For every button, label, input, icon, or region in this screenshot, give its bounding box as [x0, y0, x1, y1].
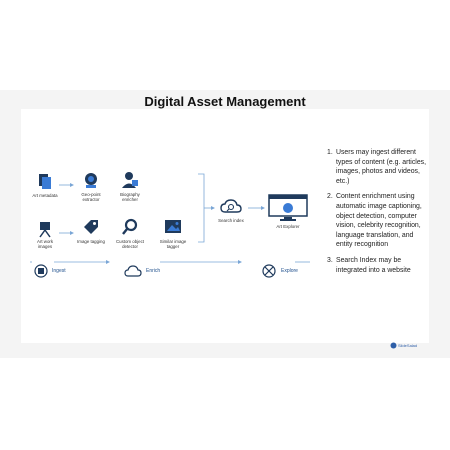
note-number: 2. [327, 193, 333, 201]
monitor-icon [268, 194, 308, 221]
node-label-art-work-images: Art work images [36, 239, 54, 249]
list-item: 3. Search Index may be integrated into a… [322, 256, 426, 275]
list-item: 1. Users may ingest different types of c… [322, 148, 426, 186]
stage-label-enrich: Enrich [146, 268, 161, 274]
stage-label-explore: Explore [281, 268, 298, 274]
stage-label-ingest: Ingest [52, 268, 66, 274]
enrich-bracket [198, 173, 205, 243]
ingest-icon [34, 264, 48, 278]
page-title: Digital Asset Management [144, 94, 306, 109]
node-label-search-index: Search index [218, 218, 244, 223]
node-label-similar-image-tagger: Similar image tagger [159, 239, 187, 249]
document-icon [39, 174, 51, 189]
tag-icon [84, 220, 98, 234]
node-label-geo-point-extractor: Geo-point extractor [81, 192, 101, 202]
brand-logo: SlideSalad [398, 343, 418, 348]
node-label-art-metadata: Art metadata [32, 193, 58, 198]
brand-logo-icon [390, 342, 397, 349]
image-icon [165, 220, 181, 233]
node-label-custom-object-detector: Custom object detector [115, 239, 145, 249]
note-text: Search Index may be integrated into a we… [336, 256, 411, 274]
explore-icon [262, 264, 276, 278]
cloud-search-icon [220, 199, 242, 213]
note-number: 1. [327, 149, 333, 156]
node-label-art-explorer: Art Explorer [276, 224, 300, 229]
magnifier-icon [122, 218, 138, 235]
note-number: 3. [327, 256, 333, 264]
notes-list: 1. Users may ingest different types of c… [322, 148, 426, 281]
note-text: Users may ingest different types of cont… [336, 149, 427, 185]
node-label-image-tagging: Image tagging [77, 239, 105, 244]
easel-icon [39, 222, 51, 238]
list-item: 2. Content enrichment using automatic im… [322, 192, 426, 250]
note-text: Content enrichment using automatic image… [336, 193, 422, 249]
person-icon [122, 172, 138, 188]
node-label-biography-enricher: Biography enricher [120, 192, 140, 202]
enrich-cloud-icon [124, 265, 142, 277]
geo-point-icon [85, 173, 97, 188]
